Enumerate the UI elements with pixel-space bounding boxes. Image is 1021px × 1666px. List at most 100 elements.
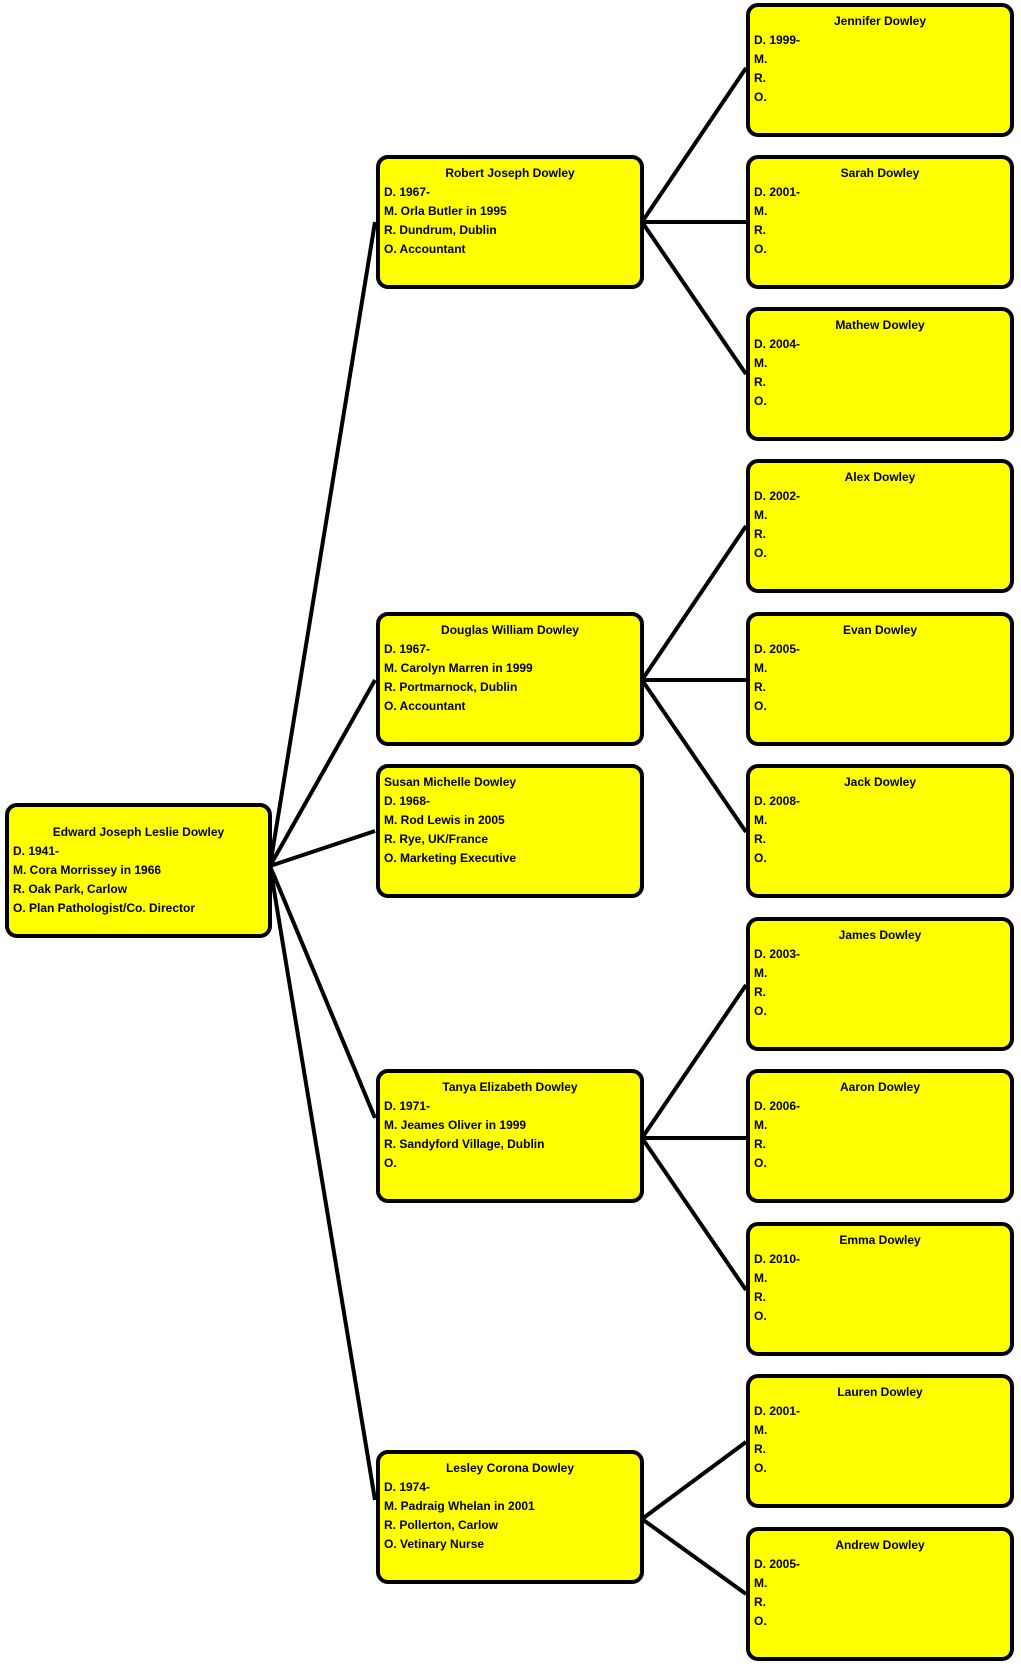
person-name: Alex Dowley (844, 470, 916, 484)
person-occupation: O. (754, 394, 767, 408)
person-occupation: O. (754, 242, 767, 256)
person-occupation: O. (754, 90, 767, 104)
person-marriage: M. (754, 1576, 768, 1590)
person-occupation: O. (754, 1156, 767, 1170)
connector-douglas-jack (640, 678, 748, 834)
person-marriage: M. (754, 204, 768, 218)
person-name: Lauren Dowley (837, 1385, 923, 1399)
person-name: Edward Joseph Leslie Dowley (52, 825, 225, 839)
connector-edward-tanya (268, 865, 377, 1119)
person-card-jack: Jack Dowley D. 2008- M. R. O. (746, 764, 1014, 898)
person-dates: D. 2005- (754, 1557, 801, 1571)
person-occupation: O. (754, 1461, 767, 1475)
person-marriage: M. (754, 661, 768, 675)
person-occupation: O. (754, 851, 767, 865)
person-dates: D. 1999- (754, 33, 801, 47)
person-name: Jack Dowley (843, 775, 917, 789)
person-marriage: M. Padraig Whelan in 2001 (384, 1499, 535, 1513)
person-occupation: O. Marketing Executive (384, 851, 517, 865)
person-card-james: James Dowley D. 2003- M. R. O. (746, 917, 1014, 1051)
person-card-douglas: Douglas William Dowley D. 1967- M. Carol… (376, 612, 644, 746)
person-residence: R. (754, 680, 766, 694)
person-residence: R. (754, 1442, 766, 1456)
person-occupation: O. (754, 1614, 767, 1628)
person-dates: D. 1971- (384, 1099, 431, 1113)
person-dates: D. 2001- (754, 185, 801, 199)
person-dates: D. 2002- (754, 489, 801, 503)
connector-tanya-emma (640, 1136, 748, 1292)
connector-robert-jennifer (640, 66, 748, 224)
person-marriage: M. (754, 1271, 768, 1285)
person-residence: R. Sandyford Village, Dublin (384, 1137, 545, 1151)
person-marriage: M. (754, 1118, 768, 1132)
person-dates: D. 2004- (754, 337, 801, 351)
person-residence: R. Dundrum, Dublin (384, 223, 497, 237)
connector-edward-robert (268, 221, 377, 867)
person-occupation: O. Plan Pathologist/Co. Director (13, 901, 196, 915)
person-occupation: O. Vetinary Nurse (384, 1537, 485, 1551)
person-residence: R. (754, 223, 766, 237)
person-dates: D. 2008- (754, 794, 801, 808)
person-dates: D. 1967- (384, 642, 431, 656)
person-marriage: M. (754, 356, 768, 370)
connector-edward-douglas (268, 679, 377, 867)
person-residence: R. (754, 1595, 766, 1609)
person-dates: D. 1974- (384, 1480, 431, 1494)
connector-edward-susan (269, 829, 376, 868)
person-marriage: M. Jeames Oliver in 1999 (384, 1118, 527, 1132)
person-residence: R. (754, 985, 766, 999)
person-name: Sarah Dowley (840, 166, 920, 180)
person-dates: D. 1968- (384, 794, 431, 808)
person-residence: R. Portmarnock, Dublin (384, 680, 518, 694)
person-occupation: O. (384, 1156, 397, 1170)
person-card-emma: Emma Dowley D. 2010- M. R. O. (746, 1222, 1014, 1356)
person-dates: D. 2006- (754, 1099, 801, 1113)
person-card-robert: Robert Joseph Dowley D. 1967- M. Orla Bu… (376, 155, 644, 289)
connector-tanya-james (640, 983, 748, 1140)
person-name: Andrew Dowley (835, 1538, 925, 1552)
person-name: Jennifer Dowley (833, 14, 927, 28)
person-marriage: M. Carolyn Marren in 1999 (384, 661, 533, 675)
person-residence: R. (754, 1137, 766, 1151)
person-marriage: M. Rod Lewis in 2005 (384, 813, 505, 827)
person-residence: R. (754, 1290, 766, 1304)
person-residence: R. (754, 832, 766, 846)
person-dates: D. 2005- (754, 642, 801, 656)
person-card-aaron: Aaron Dowley D. 2006- M. R. O. (746, 1069, 1014, 1203)
person-marriage: M. Cora Morrissey in 1966 (13, 863, 162, 877)
person-card-mathew: Mathew Dowley D. 2004- M. R. O. (746, 307, 1014, 441)
person-marriage: M. (754, 1423, 768, 1437)
person-name: Tanya Elizabeth Dowley (442, 1080, 578, 1094)
person-marriage: M. Orla Butler in 1995 (384, 204, 507, 218)
person-occupation: O. (754, 546, 767, 560)
person-occupation: O. (754, 699, 767, 713)
person-dates: D. 2001- (754, 1404, 801, 1418)
person-card-evan: Evan Dowley D. 2005- M. R. O. (746, 612, 1014, 746)
person-dates: D. 2010- (754, 1252, 801, 1266)
person-residence: R. (754, 527, 766, 541)
person-name: Mathew Dowley (835, 318, 925, 332)
person-occupation: O. Accountant (384, 699, 466, 713)
person-residence: R. (754, 71, 766, 85)
person-card-lesley: Lesley Corona Dowley D. 1974- M. Padraig… (376, 1450, 644, 1584)
person-name: Evan Dowley (842, 623, 918, 637)
person-card-sarah: Sarah Dowley D. 2001- M. R. O. (746, 155, 1014, 289)
person-name: Lesley Corona Dowley (445, 1461, 575, 1475)
person-name: Robert Joseph Dowley (445, 166, 575, 180)
person-occupation: O. (754, 1309, 767, 1323)
person-dates: D. 2003- (754, 947, 801, 961)
person-card-tanya: Tanya Elizabeth Dowley D. 1971- M. Jeame… (376, 1069, 644, 1203)
person-card-andrew: Andrew Dowley D. 2005- M. R. O. (746, 1527, 1014, 1661)
person-residence: R. Pollerton, Carlow (384, 1518, 499, 1532)
person-marriage: M. (754, 508, 768, 522)
person-name: James Dowley (838, 928, 922, 942)
person-marriage: M. (754, 966, 768, 980)
person-name: Susan Michelle Dowley (384, 775, 517, 789)
person-name: Emma Dowley (839, 1233, 921, 1247)
person-occupation: O. Accountant (384, 242, 466, 256)
person-name: Douglas William Dowley (441, 623, 579, 637)
person-marriage: M. (754, 52, 768, 66)
connector-douglas-alex (640, 524, 748, 682)
person-marriage: M. (754, 813, 768, 827)
person-name: Aaron Dowley (839, 1080, 920, 1094)
